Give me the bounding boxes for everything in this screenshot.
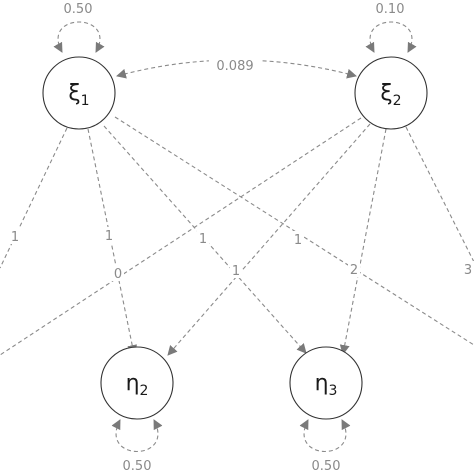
node-xi1-symbol: ξ	[68, 81, 80, 106]
edge-xi2-eta2	[167, 123, 371, 356]
self-loop-xi2-label: 0.10	[376, 2, 405, 17]
node-eta3: η3	[289, 346, 363, 420]
edge-xi2-right	[405, 126, 474, 263]
svg-text:ξ2: ξ2	[380, 81, 401, 109]
self-loop-eta3	[299, 419, 351, 453]
node-xi1: ξ1	[42, 56, 116, 130]
path-label-xi1-left: 1	[11, 230, 19, 245]
node-xi2-symbol: ξ	[380, 81, 392, 106]
self-loop-eta3-label: 0.50	[312, 459, 341, 474]
node-eta3-subscript: 3	[329, 383, 338, 399]
path-label-xi1-eta2: 1	[105, 229, 113, 244]
path-label-xi1-eta3: 1	[199, 232, 207, 247]
path-label-xi2-right: 3	[464, 263, 472, 278]
self-loop-xi1-label: 0.50	[64, 2, 93, 17]
path-label-xi1-right: 1	[294, 233, 302, 248]
path-label-xi2-eta3: 2	[350, 263, 358, 278]
self-loop-eta2	[111, 419, 163, 453]
edge-xi1-eta3	[103, 125, 307, 354]
node-xi2: ξ2	[354, 56, 428, 130]
path-label-xi2-eta2: 1	[232, 264, 240, 279]
node-eta3-symbol: η	[315, 371, 329, 396]
path-label-xi2-left: 0	[114, 267, 122, 282]
self-loop-eta2-label: 0.50	[123, 459, 152, 474]
node-xi2-subscript: 2	[393, 93, 402, 109]
covariance-label: 0.089	[216, 59, 253, 74]
node-eta2: η2	[100, 346, 174, 420]
node-eta2-subscript: 2	[140, 383, 149, 399]
node-eta2-symbol: η	[126, 371, 140, 396]
self-loop-xi1	[53, 21, 105, 53]
svg-text:η2: η2	[126, 371, 149, 399]
svg-text:η3: η3	[315, 371, 338, 399]
edge-xi2-left	[0, 117, 362, 356]
svg-text:ξ1: ξ1	[68, 81, 89, 109]
self-loop-xi2	[365, 21, 417, 53]
node-xi1-subscript: 1	[81, 93, 90, 109]
edge-xi2-eta3	[339, 128, 387, 355]
edge-xi1-left	[0, 127, 68, 269]
